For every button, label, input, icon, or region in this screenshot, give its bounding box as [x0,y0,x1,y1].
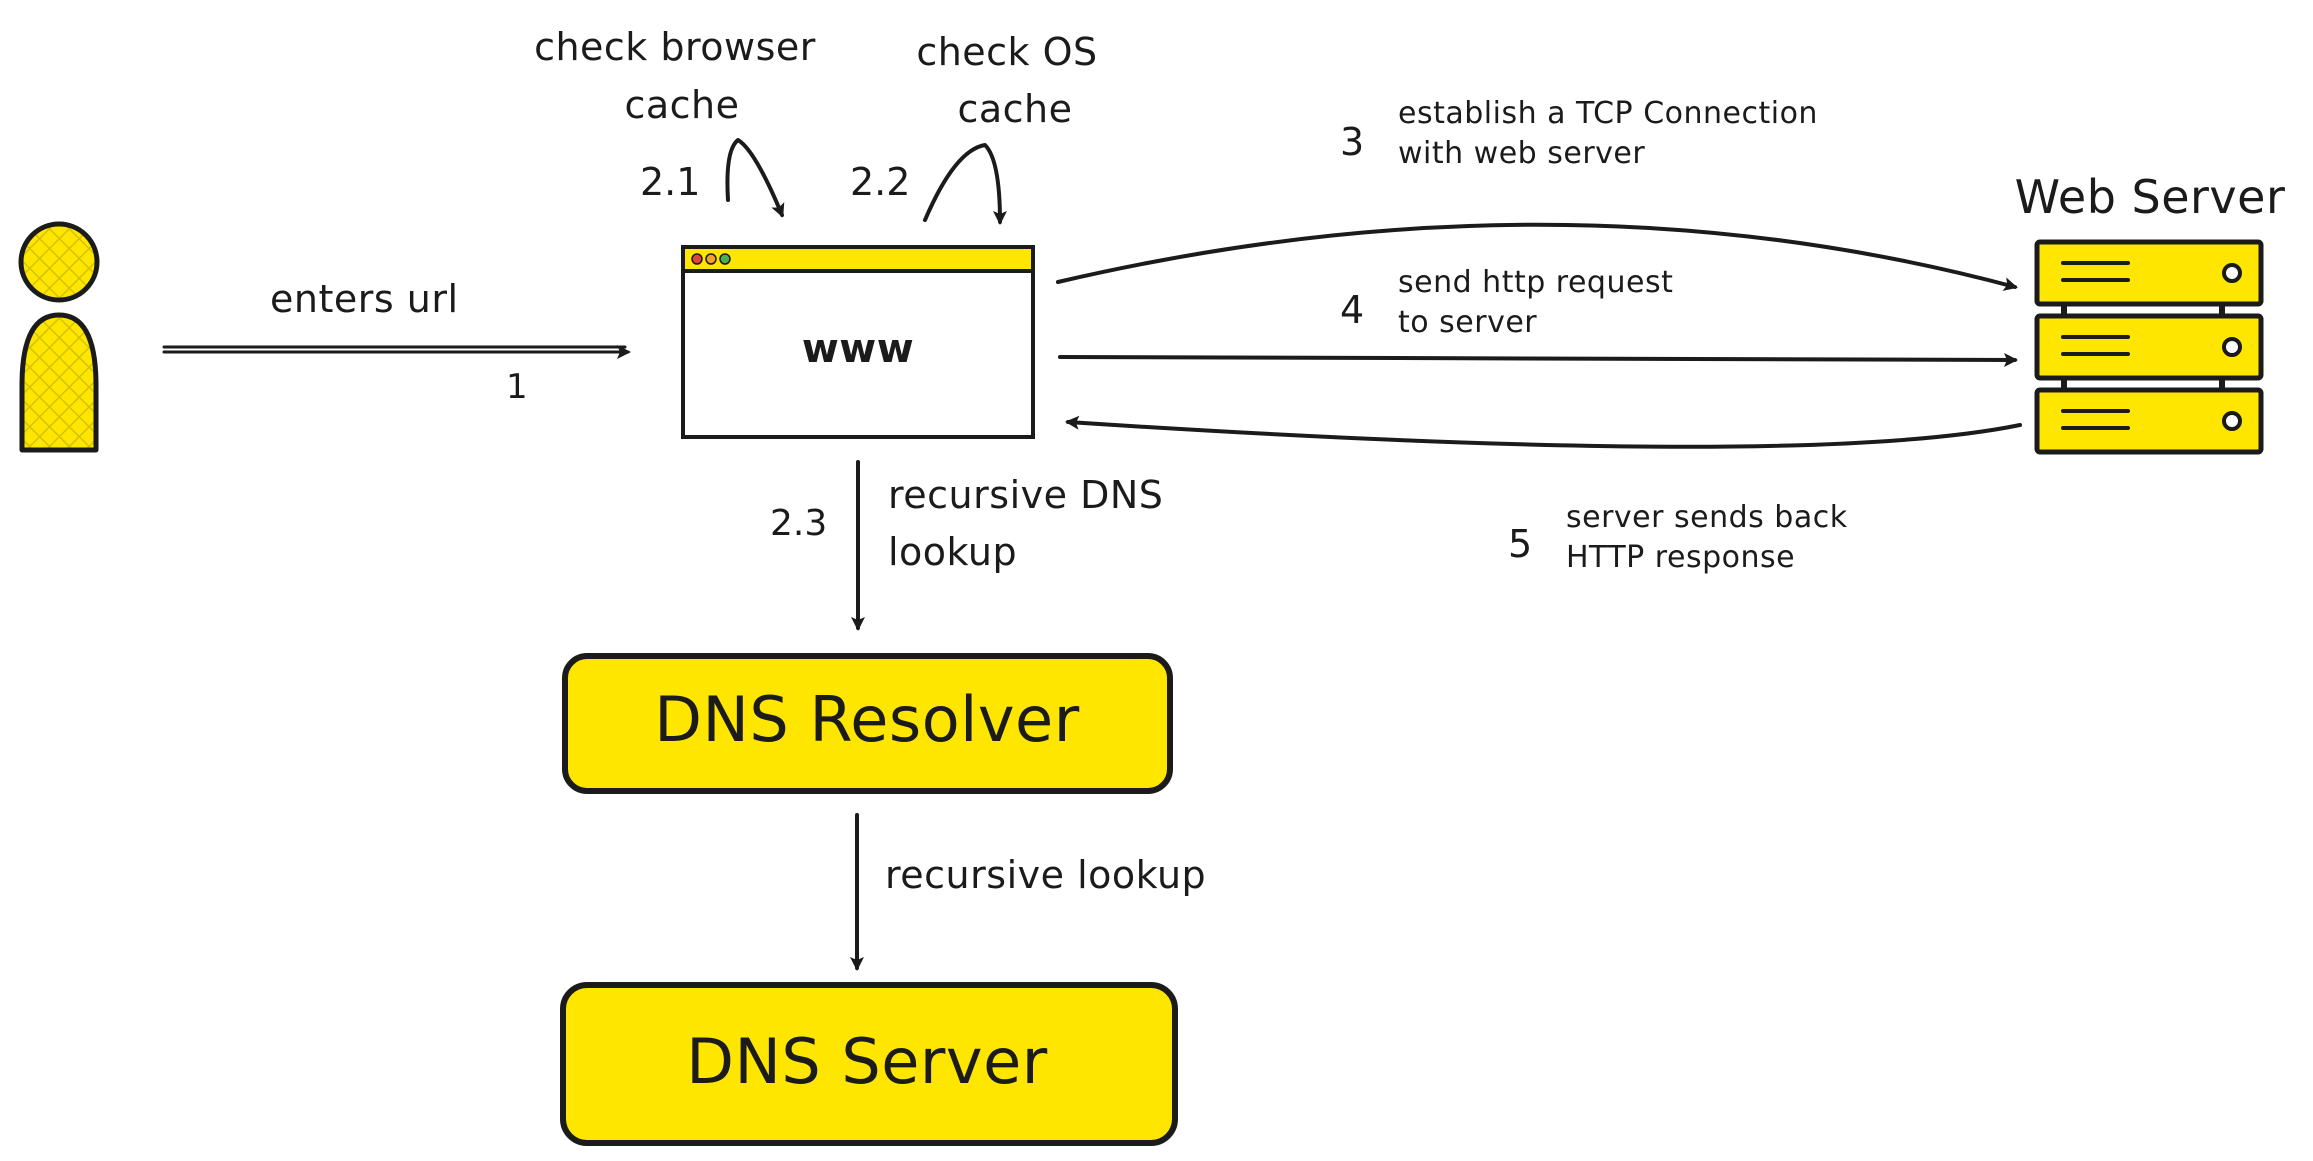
step-3-label-line1: establish a TCP Connection [1398,96,1818,131]
dns-resolver-box [562,653,1173,794]
step-2-2-number: 2.2 [850,160,910,204]
dns-server-box [560,982,1178,1146]
window-maximize-dot [719,253,731,265]
dns-resolver-label: DNS Resolver [654,683,1079,756]
step-5-label-line2: HTTP response [1566,540,1795,575]
server-rack-icon [2034,239,2264,455]
step-2-1-number: 2.1 [640,160,700,204]
step-2-2-label-line1: check OS [916,30,1097,74]
step-2-1-label-line2: cache [624,83,739,127]
dns-server-label: DNS Server [686,1025,1048,1098]
step-4-label-line1: send http request [1398,265,1673,300]
step-4-arrow [1058,352,2018,367]
step-4-number: 4 [1340,288,1364,332]
window-minimize-dot [705,253,717,265]
step-5-label-line1: server sends back [1566,500,1848,535]
step-1-number: 1 [506,367,528,407]
step-1-label: enters url [270,277,459,321]
step-3-number: 3 [1340,120,1364,164]
step-2-2-arrow [923,143,1007,225]
step-2-2-label-line2: cache [957,87,1072,131]
server-unit-3 [2034,387,2264,455]
server-unit-1 [2034,239,2264,307]
step-2-1-arrow [725,138,785,218]
window-close-dot [691,253,703,265]
step-2-3-label-line2: lookup [888,530,1017,574]
server-unit-2 [2034,313,2264,381]
step-4-label-line2: to server [1398,305,1537,340]
step-2-3-label-line1: recursive DNS [888,473,1163,517]
recursive-lookup-label: recursive lookup [885,853,1206,897]
step-2-3-number: 2.3 [770,503,827,544]
web-server-title: Web Server [2015,170,2286,224]
step-5-number: 5 [1508,522,1532,566]
step-2-1-label-line1: check browser [534,25,816,69]
browser-label: www [802,326,914,372]
step-5-arrow [1065,415,2022,449]
browser-window-icon [681,245,1035,439]
person-icon [18,221,100,453]
step-3-label-line2: with web server [1398,136,1645,171]
step-1-arrow [162,345,631,359]
step-3-arrow [1056,222,2018,291]
